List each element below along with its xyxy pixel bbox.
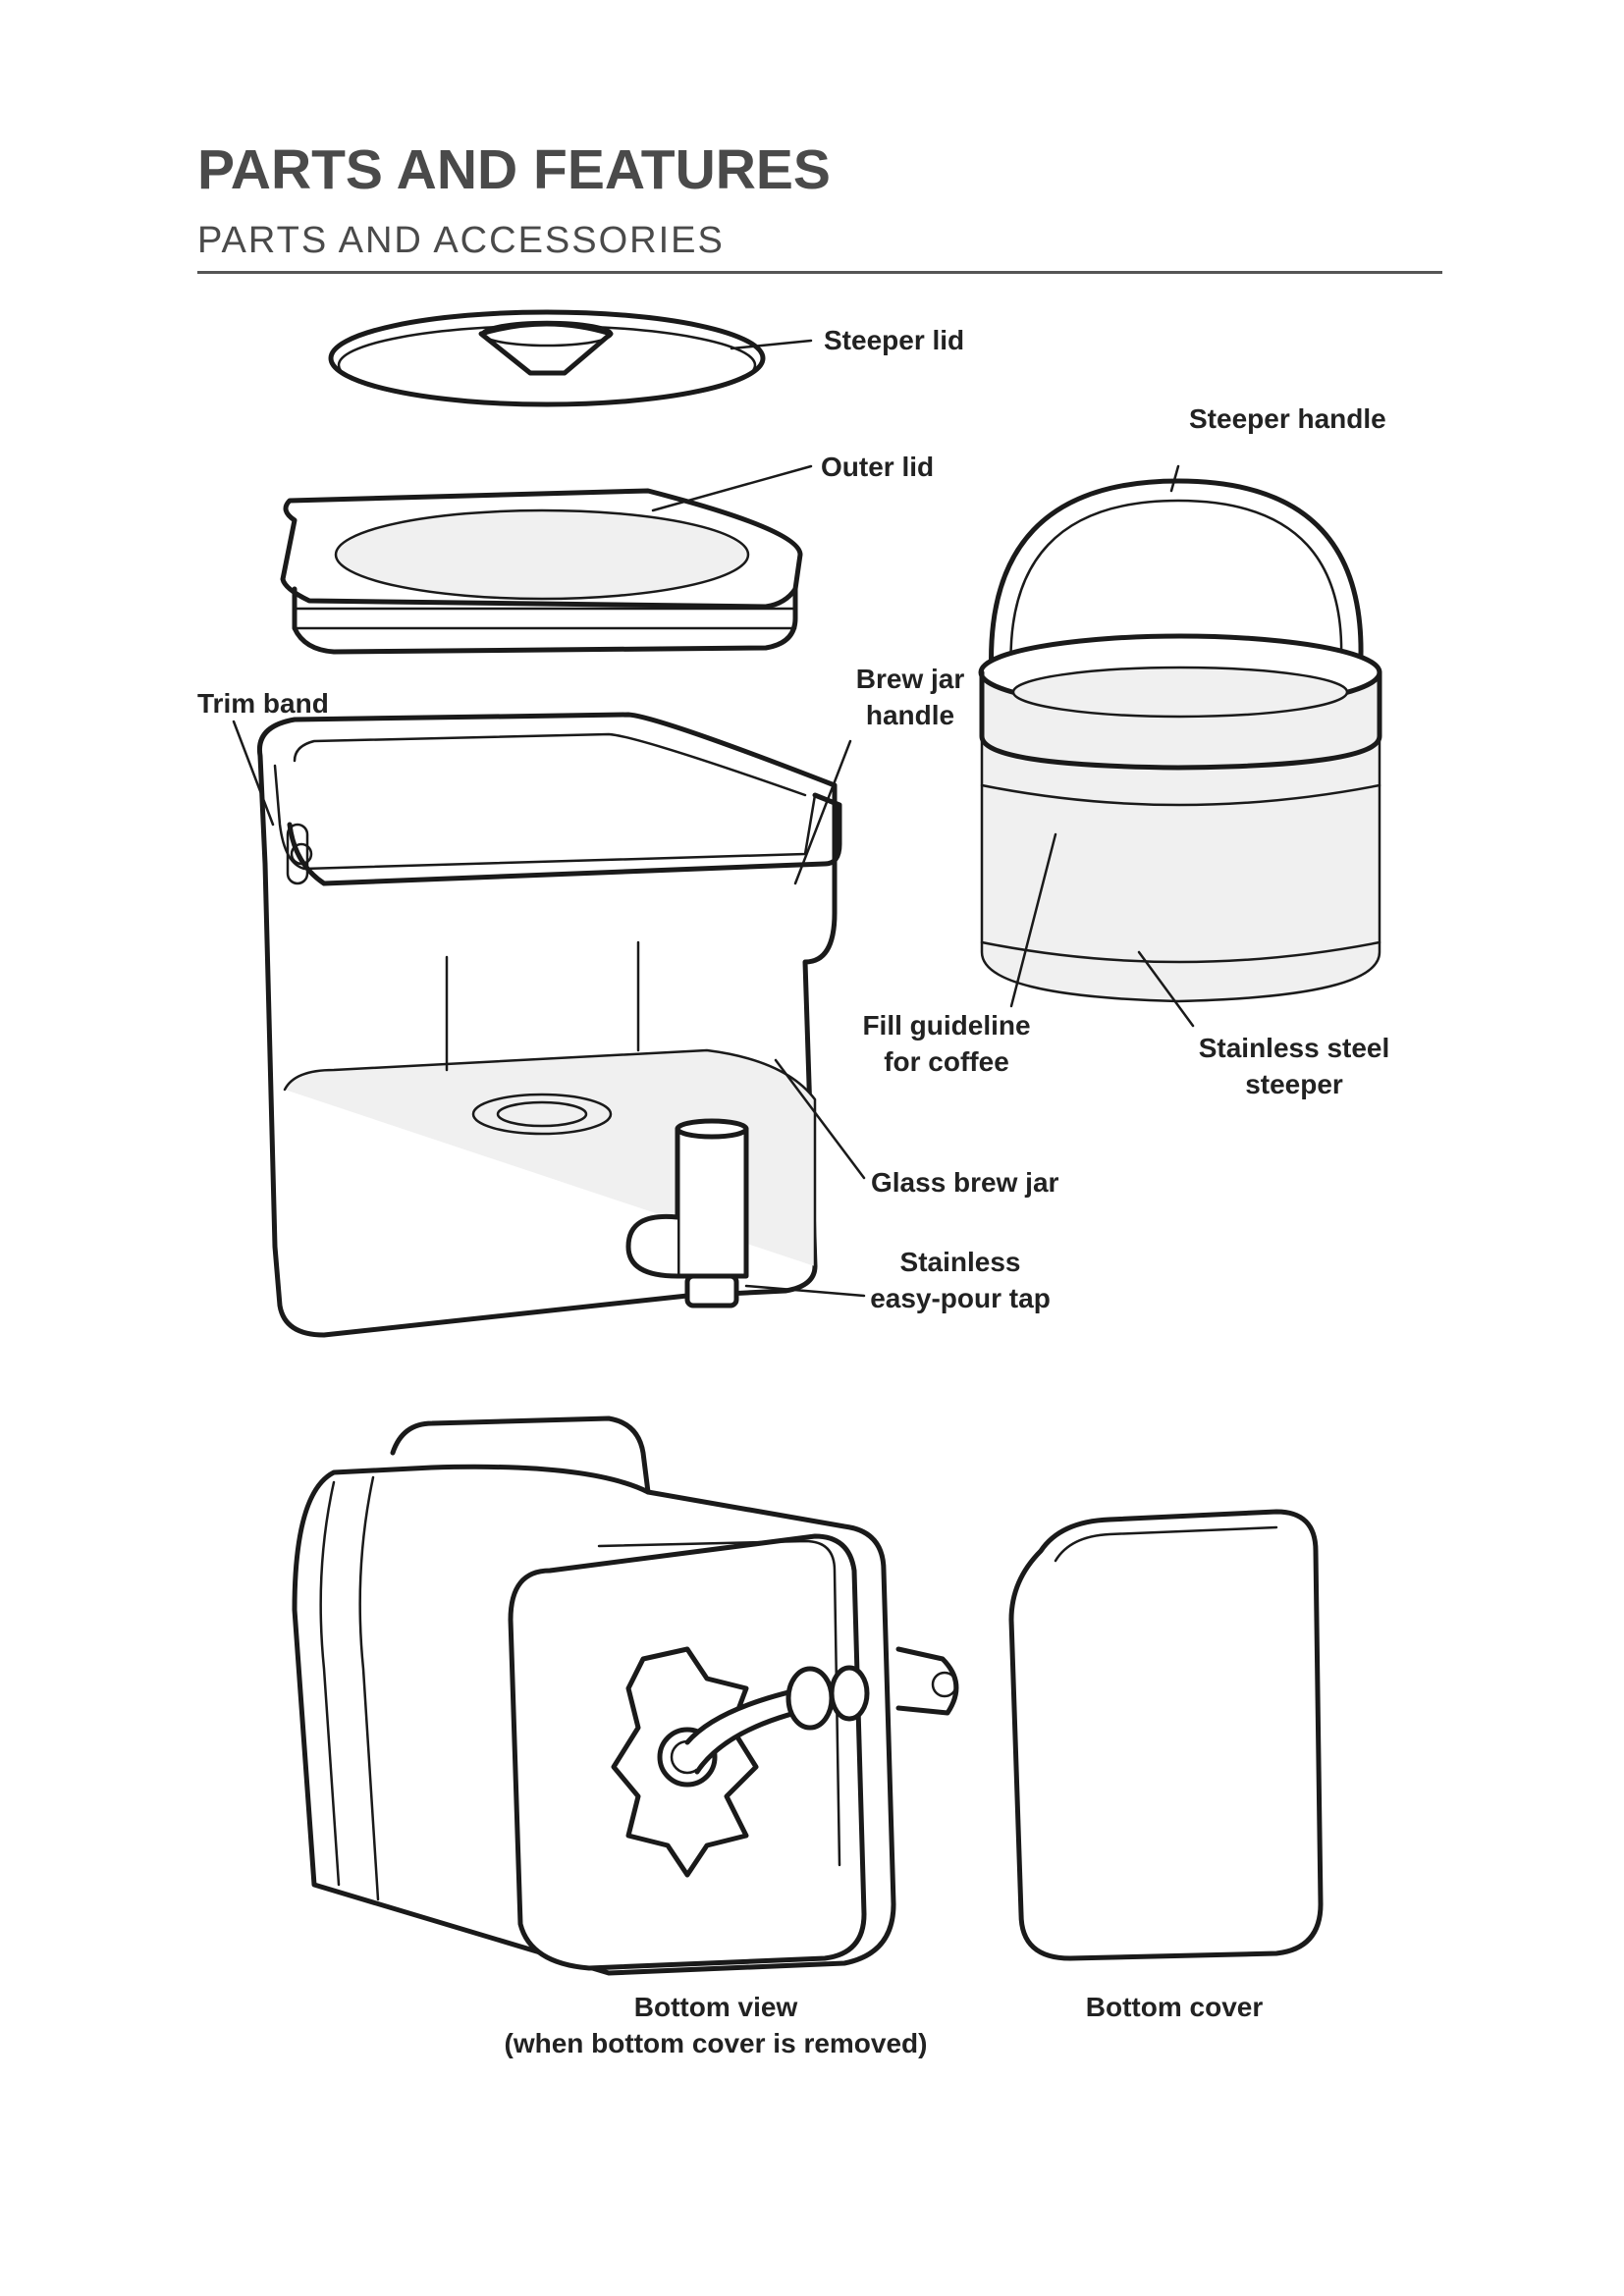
bottom-cover-drawing — [1008, 1509, 1324, 1961]
label-line: easy-pour tap — [870, 1283, 1051, 1313]
label-fill-guideline: Fill guideline for coffee — [862, 1007, 1030, 1080]
label-line: (when bottom cover is removed) — [504, 2028, 928, 2058]
label-bottom-cover: Bottom cover — [1085, 1992, 1264, 2022]
brew-jar-drawing — [232, 712, 866, 1338]
steeper-drawing — [978, 464, 1382, 1028]
bottom-view-drawing — [292, 1415, 959, 1976]
label-trim-band: Trim band — [197, 688, 329, 719]
label-line: for coffee — [884, 1046, 1009, 1077]
label-steeper-lid: Steeper lid — [824, 325, 965, 355]
label-outer-lid: Outer lid — [821, 452, 935, 482]
label-steeper-handle: Steeper handle — [1189, 403, 1386, 434]
label-line: Stainless — [899, 1247, 1021, 1277]
steeper-lid-drawing — [328, 309, 813, 407]
label-stainless-steeper: Stainless steel steeper — [1199, 1030, 1390, 1102]
label-line: handle — [865, 700, 955, 730]
page-title: PARTS AND FEATURES — [197, 138, 831, 201]
label-glass-brew-jar: Glass brew jar — [871, 1167, 1059, 1198]
label-line: Bottom view — [633, 1992, 798, 2022]
outer-lid-drawing — [280, 464, 813, 655]
label-line: Stainless steel — [1198, 1033, 1390, 1063]
divider — [197, 271, 1442, 274]
section-subtitle: PARTS AND ACCESSORIES — [197, 220, 725, 261]
label-line: Brew jar — [855, 664, 965, 694]
label-bottom-view: Bottom view (when bottom cover is remove… — [505, 1989, 928, 2061]
label-line: steeper — [1245, 1069, 1343, 1099]
label-brew-jar-handle: Brew jar handle — [856, 661, 965, 733]
label-line: Fill guideline — [862, 1010, 1031, 1041]
label-tap: Stainless easy-pour tap — [870, 1244, 1051, 1316]
